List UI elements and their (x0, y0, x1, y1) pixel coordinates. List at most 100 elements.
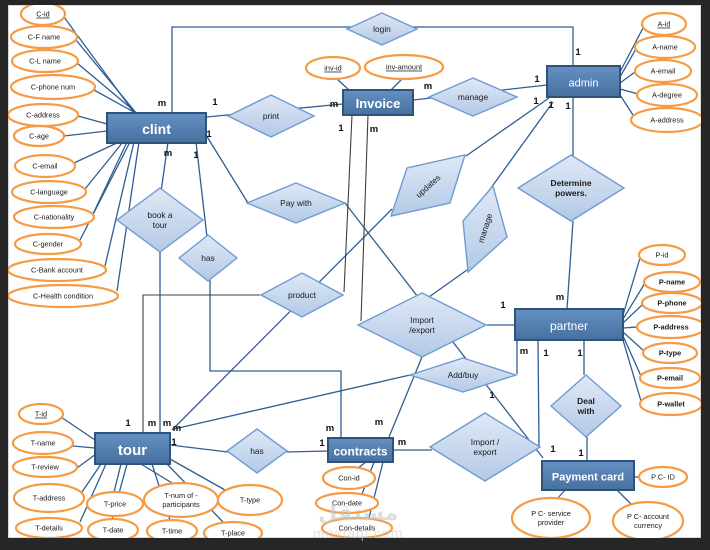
edge (619, 48, 637, 78)
entity-shape (106, 112, 207, 144)
diamond-shape (407, 357, 519, 393)
edge (465, 97, 550, 157)
edge (619, 88, 639, 95)
attribute-shape (12, 124, 66, 148)
attribute-label: C-gender (33, 240, 64, 249)
attribute-a-email: A-email (633, 58, 693, 84)
attribute-shape (11, 430, 75, 456)
cardinality-label: 1 (206, 129, 212, 140)
attribute-label: C-Bank account (31, 266, 83, 275)
attribute-shape (17, 402, 65, 426)
cardinality-label: m (330, 99, 338, 110)
attribute-shape (8, 283, 120, 309)
edge (388, 356, 423, 438)
attribute-shape (637, 465, 689, 489)
attribute-label: P C- ID (651, 473, 675, 482)
entity-shape (327, 437, 394, 463)
attribute-t-review: T-review (11, 455, 79, 479)
cardinality-label: 1 (171, 437, 177, 448)
attribute-label: T-review (31, 463, 59, 472)
attribute-c-phone-num: C-phone num (9, 73, 97, 101)
attribute-shape (86, 517, 140, 538)
attribute-c-address: C-address (8, 102, 80, 128)
cardinality-label: 1 (500, 300, 506, 311)
attribute-shape (10, 179, 88, 205)
attribute-t-name: T-name (11, 430, 75, 456)
edge (622, 303, 644, 324)
attribute-shape (12, 482, 86, 514)
attribute-t-id: T-id (17, 402, 65, 426)
attribute-label: P-wallet (657, 400, 685, 409)
attribute-label: Con-id (338, 474, 360, 483)
attribute-label: P-id (656, 251, 669, 260)
diamond-shape (115, 187, 205, 253)
edge (490, 101, 554, 189)
entity-shape (546, 65, 621, 98)
attribute-c-bank-account: C-Bank account (8, 257, 108, 283)
diamond-shape (245, 182, 347, 224)
attribute-inv-amount: inv-amount (363, 53, 445, 81)
attribute-shape (8, 257, 108, 283)
entity-label: clint (142, 121, 171, 137)
attribute-shape (9, 24, 79, 50)
attribute-shape (363, 53, 445, 81)
edge (81, 463, 102, 493)
entity-shape (541, 460, 635, 491)
edge (619, 94, 634, 116)
attribute-shape (13, 232, 83, 256)
entity-label: Payment card (552, 471, 624, 483)
attribute-label: T-price (104, 500, 126, 509)
relationship-label: login (373, 24, 391, 34)
entity-label: contracts (333, 444, 387, 458)
cardinality-label: m (326, 423, 334, 434)
attribute-p-address: P-address (635, 314, 701, 340)
attribute-label: C-Health condition (33, 292, 93, 301)
attribute-label: T-time (162, 527, 182, 536)
attribute-label: T-name (31, 439, 56, 448)
attribute-shape (320, 516, 394, 538)
edge (619, 27, 644, 73)
attribute-c-id: C-id (19, 5, 67, 27)
edge (113, 463, 122, 493)
edge (76, 453, 97, 469)
edge (169, 458, 226, 491)
relationship-print: print (226, 94, 316, 138)
attribute-shape (13, 153, 77, 179)
attribute-shape (314, 491, 380, 515)
attribute-label: A-name (652, 43, 678, 52)
edge (142, 294, 260, 433)
edge (72, 445, 96, 449)
entity-admin: admin (546, 65, 621, 98)
edge (336, 78, 350, 91)
cardinality-label: m (520, 346, 528, 357)
diamond-shape (259, 272, 345, 318)
diamond-shape (462, 184, 508, 274)
attribute-label: P-email (657, 374, 683, 383)
cardinality-label: m (398, 437, 406, 448)
entity-label: tour (118, 442, 147, 459)
relationship-label: Import /export (471, 437, 500, 457)
cardinality-label: 1 (578, 448, 584, 459)
attribute-label: T-id (35, 410, 47, 419)
attribute-label: Con-date (332, 499, 362, 508)
edge (195, 141, 208, 238)
relationship-has-lower: has (225, 428, 289, 474)
edge (160, 141, 169, 193)
edge (77, 115, 108, 125)
attribute-label: T-details (35, 524, 63, 533)
relationship-label: manage (458, 92, 489, 102)
entity-tour: tour (94, 432, 171, 465)
relationship-label: print (263, 111, 280, 121)
attribute-shape (10, 48, 80, 74)
attribute-shape (637, 243, 687, 267)
relationship-add-buy: Add/buy (407, 357, 519, 393)
relationship-manage-side: manage (462, 184, 508, 274)
attribute-t-details: T-details (14, 516, 84, 538)
cardinality-label: m (163, 418, 171, 429)
